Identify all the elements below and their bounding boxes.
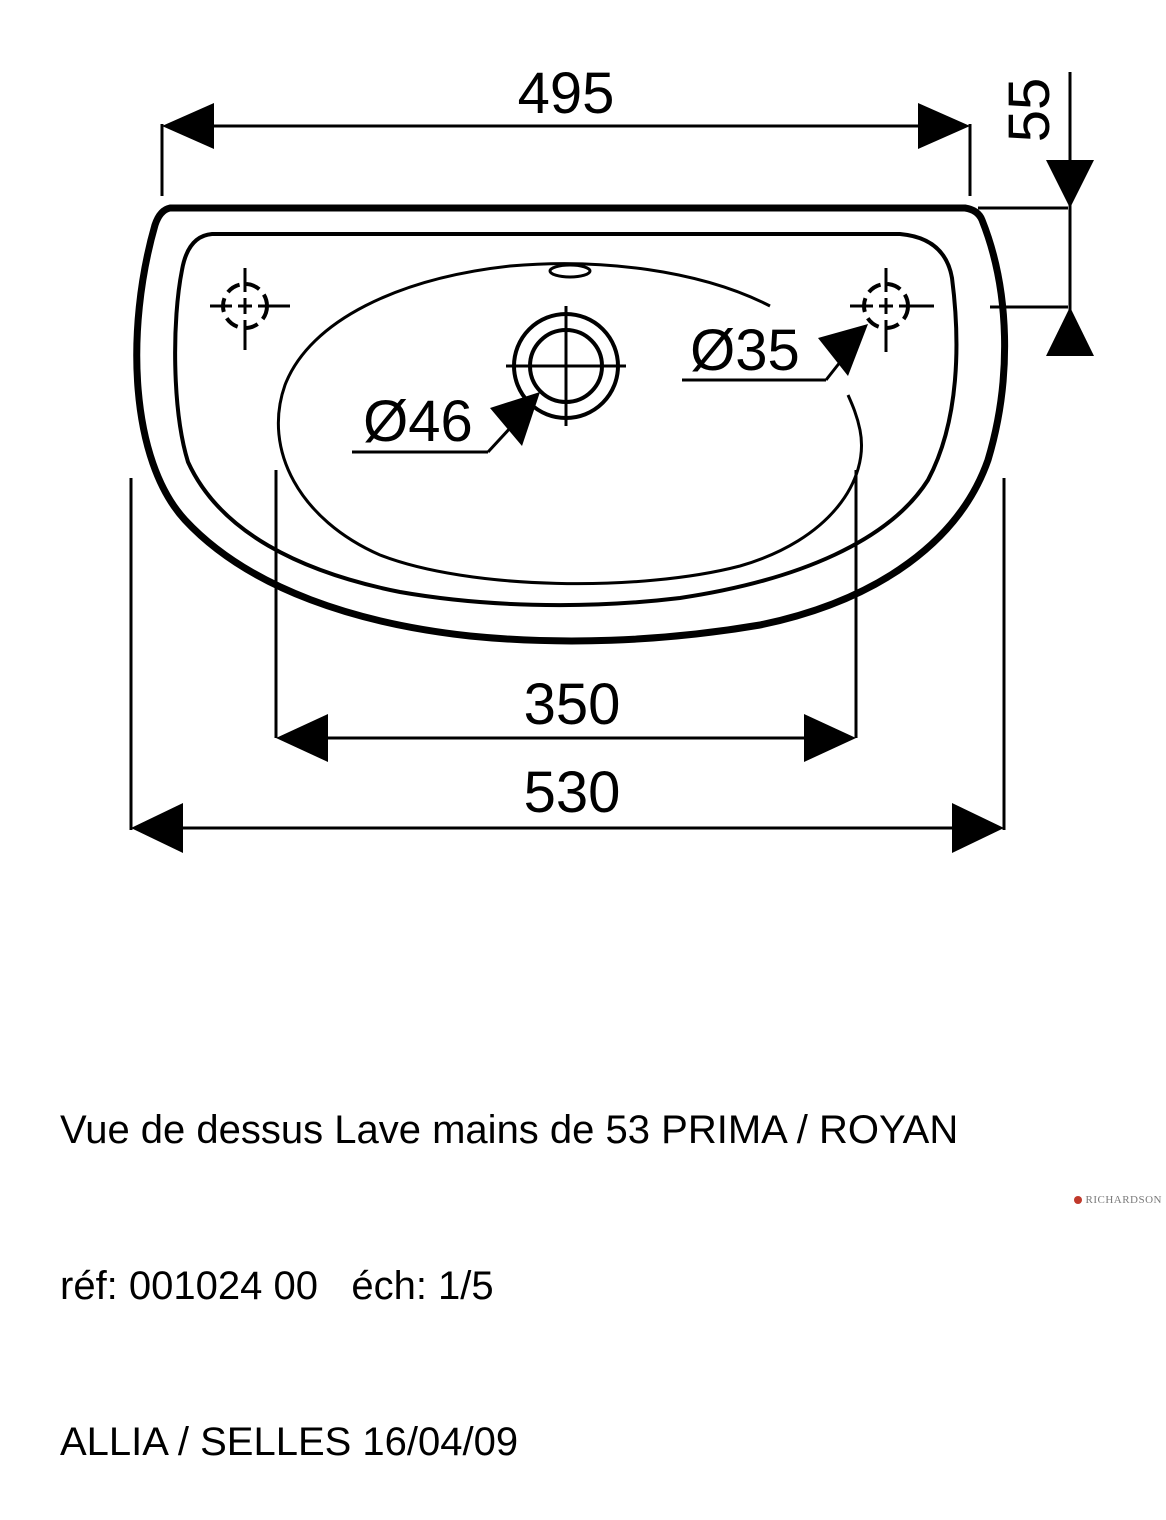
caption-maker-date: ALLIA / SELLES 16/04/09	[60, 1420, 519, 1464]
basin-outer-rim	[133, 204, 1009, 645]
dimension-55-label: 55	[997, 78, 1062, 143]
tap-hole-left	[210, 268, 290, 350]
leader-35	[682, 324, 868, 382]
dimension-495	[160, 103, 972, 196]
technical-drawing: 495 55 Ø35 Ø46 350 530	[129, 61, 1094, 853]
drain-hole	[506, 306, 626, 426]
dimension-35-label: Ø35	[690, 318, 800, 383]
dimension-350-label: 350	[524, 672, 621, 737]
overflow-slot	[548, 263, 592, 279]
watermark: RICHARDSON	[1074, 1194, 1162, 1206]
caption-reference: réf: 001024 00 éch: 1/5	[60, 1264, 494, 1308]
dimension-46-label: Ø46	[363, 389, 473, 454]
watermark-logo-icon	[1074, 1196, 1083, 1204]
dimension-530	[129, 478, 1006, 853]
watermark-text: RICHARDSON	[1085, 1194, 1162, 1206]
dimension-495-label: 495	[518, 61, 615, 126]
caption-block: Vue de dessus Lave mains de 53 PRIMA / R…	[60, 1000, 958, 1520]
dimension-55	[978, 72, 1094, 356]
dimension-350	[274, 470, 858, 762]
tap-hole-right	[850, 268, 934, 352]
bowl-outline	[276, 262, 863, 586]
dimension-530-label: 530	[524, 760, 621, 825]
basin-inner-rim	[173, 232, 959, 608]
caption-title: Vue de dessus Lave mains de 53 PRIMA / R…	[60, 1108, 959, 1152]
leader-46	[352, 392, 540, 454]
